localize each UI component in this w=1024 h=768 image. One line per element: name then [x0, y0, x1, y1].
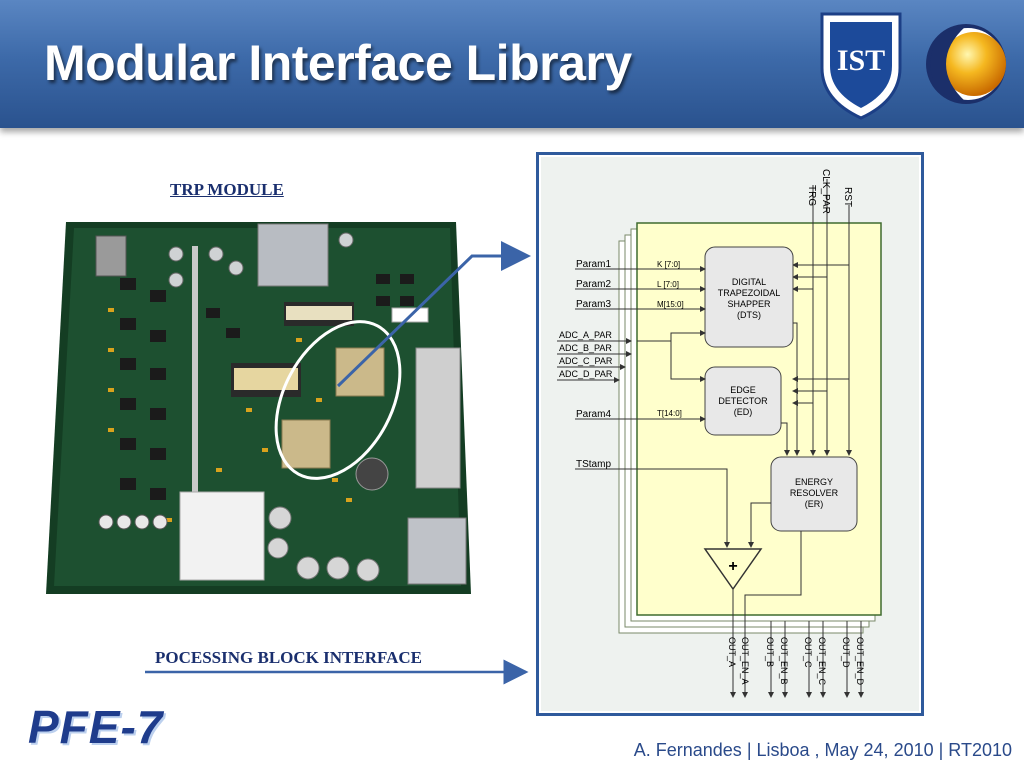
output-out-a: OUT_A	[727, 637, 737, 667]
trp-module-photo	[46, 218, 471, 598]
input-adc-a: ADC_A_PAR	[559, 330, 612, 340]
trp-module-label: TRP MODULE	[170, 180, 284, 199]
ist-logo-icon: IST	[820, 12, 902, 120]
svg-text:(ED): (ED)	[734, 407, 753, 417]
processing-block-interface-label: POCESSING BLOCK INTERFACE	[155, 648, 423, 667]
white-chip	[179, 491, 265, 581]
svg-text:EDGE: EDGE	[730, 385, 756, 395]
pfe7-logo: PFE-7	[28, 701, 164, 753]
svg-text:ENERGY: ENERGY	[795, 477, 833, 487]
output-out-c: OUT_C	[803, 637, 813, 668]
svg-text:SHAPPER: SHAPPER	[727, 299, 771, 309]
title-bar: Modular Interface Library IST	[0, 0, 1024, 128]
input-tstamp: TStamp	[576, 459, 611, 470]
processing-block-diagram: RST CLK_PAR TRG DIGITAL TRAPEZOIDAL SHAP…	[536, 152, 924, 716]
input-adc-b: ADC_B_PAR	[559, 343, 612, 353]
svg-text:TRAPEZOIDAL: TRAPEZOIDAL	[718, 288, 781, 298]
output-out-b: OUT_B	[765, 637, 775, 667]
output-out-en-b: OUT_EN_B	[779, 637, 789, 685]
bus-t: T[14:0]	[657, 409, 682, 418]
ist-logo-text: IST	[837, 44, 885, 77]
backplane-connector	[415, 347, 461, 489]
ed-block	[704, 366, 782, 436]
dts-block	[704, 246, 794, 348]
input-param4: Param4	[576, 409, 611, 420]
svg-text:RESOLVER: RESOLVER	[790, 488, 839, 498]
adder-block	[703, 548, 763, 591]
svg-text:DIGITAL: DIGITAL	[732, 277, 766, 287]
svg-text:(ER): (ER)	[805, 499, 824, 509]
input-param2: Param2	[576, 279, 611, 290]
input-adc-c: ADC_C_PAR	[559, 356, 613, 366]
adder-symbol: +	[728, 558, 737, 575]
top-signal-rst: RST	[842, 187, 853, 207]
sphere-logo-icon	[926, 24, 1006, 104]
heatsink	[257, 223, 329, 287]
connector	[95, 235, 127, 277]
input-param3: Param3	[576, 299, 611, 310]
top-signal-clk-par: CLK_PAR	[820, 169, 831, 214]
fpga-chip	[335, 347, 385, 397]
bus-l: L [7:0]	[657, 280, 679, 289]
input-param1: Param1	[576, 259, 611, 270]
bus-k: K [7:0]	[657, 260, 680, 269]
highlight-ellipse	[274, 320, 402, 480]
input-adc-d: ADC_D_PAR	[559, 369, 613, 379]
svg-text:(DTS): (DTS)	[737, 310, 761, 320]
fpga-to-diagram-arrow	[336, 241, 531, 388]
bus-m: M[15:0]	[657, 300, 684, 309]
footer-text: A. Fernandes | Lisboa , May 24, 2010 | R…	[633, 740, 1012, 760]
output-out-en-a: OUT_EN_A	[740, 637, 750, 685]
svg-text:DETECTOR: DETECTOR	[718, 396, 768, 406]
er-block	[770, 456, 858, 532]
output-out-en-d: OUT_EN_D	[855, 637, 865, 686]
output-out-en-c: OUT_EN_C	[817, 637, 827, 686]
fpga-chip	[281, 419, 331, 469]
slide-title: Modular Interface Library	[44, 35, 632, 91]
top-signal-trg: TRG	[806, 185, 817, 206]
output-out-d: OUT_D	[841, 637, 851, 668]
